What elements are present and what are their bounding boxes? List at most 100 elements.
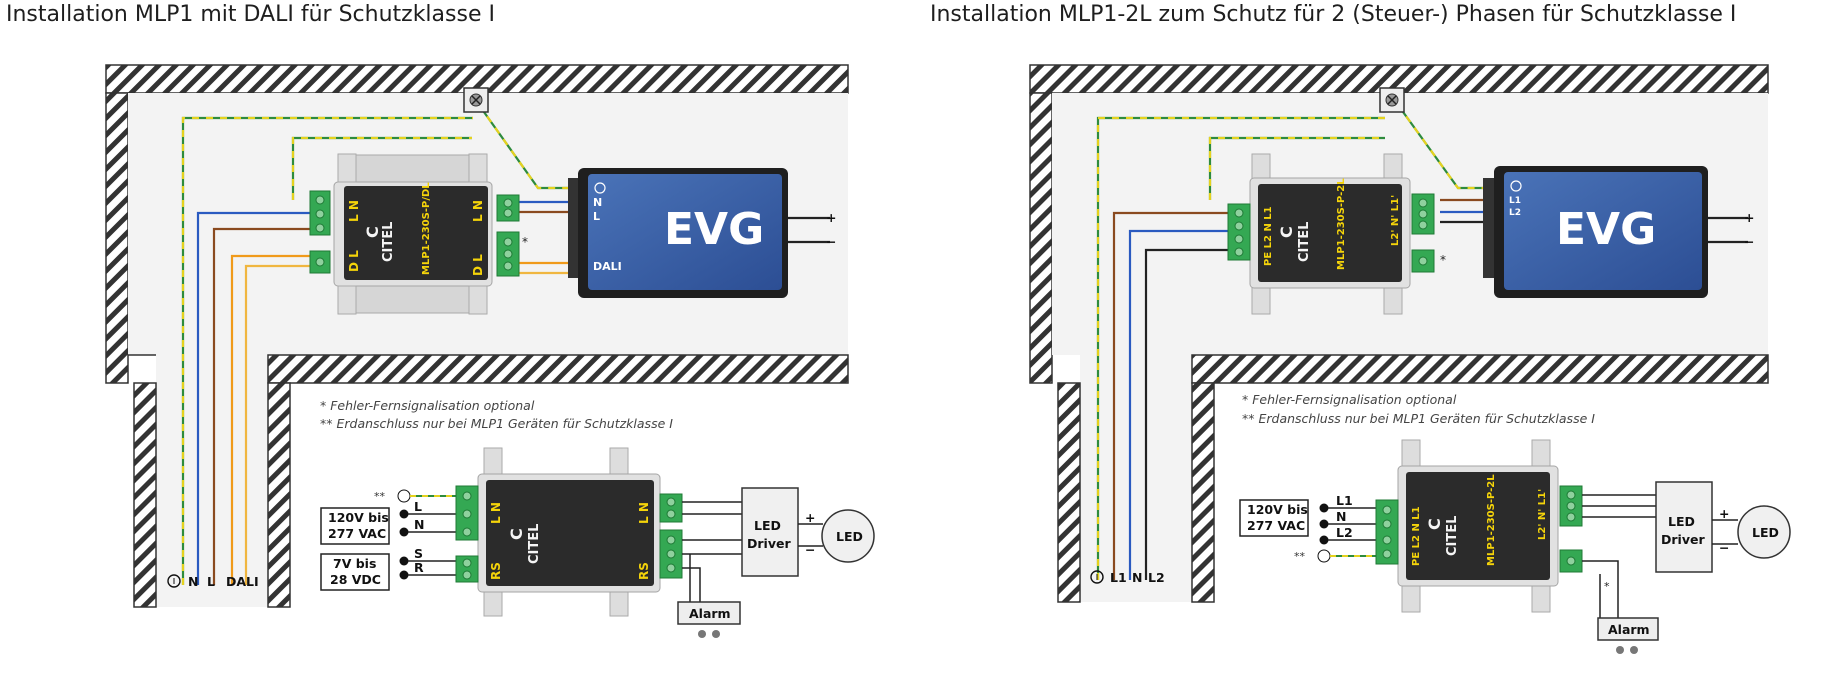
detail-left-pins-bottom: RS — [489, 562, 503, 580]
detail-right-pin-l1: L1 — [1336, 493, 1353, 508]
detail-right-pin-n: N — [1336, 509, 1346, 524]
detail-right-alarm: Alarm — [1608, 622, 1650, 637]
mlp-2l-brand: CITEL — [1297, 222, 1312, 262]
detail-right-driver-line-1: LED — [1668, 514, 1695, 529]
mlp-right-bottom-pins: D L — [471, 254, 485, 276]
evg-l2: L2 — [1509, 208, 1521, 218]
mlp-2l-right-pins: L2' N' L1' — [1390, 195, 1401, 246]
mlp-module: L N D L CITEL C MLP1-230S-P/DL L N D L * — [309, 153, 528, 315]
detail-input-2-line-1: 7V bis — [333, 556, 376, 571]
mlp-2l-left-pins: PE L2 N L1 — [1263, 206, 1274, 266]
detail-input-2-line-2: 28 VDC — [330, 572, 381, 587]
citel-logo-right: C — [1277, 226, 1296, 238]
detail-driver-line-1: LED — [754, 518, 781, 533]
title-left: Installation MLP1 mit DALI für Schutzkla… — [6, 2, 495, 27]
l-wire — [212, 227, 313, 585]
right-detail: 120V bis 277 VAC L1 N L2 ** — [1239, 439, 1791, 654]
note-2: ** Erdanschluss nur bei MLP1 Geräten für… — [320, 416, 673, 431]
right-wires — [1096, 104, 1748, 580]
detail-pin-r: R — [414, 560, 424, 575]
detail-input-1-line-2: 277 VAC — [328, 526, 386, 541]
note-right-1: * Fehler-Fernsignalisation optional — [1242, 392, 1457, 407]
optional-star: * — [522, 235, 528, 249]
note-1: * Fehler-Fernsignalisation optional — [320, 398, 535, 413]
floor-label-l2: L2 — [1148, 570, 1165, 585]
detail-pin-n: N — [414, 517, 424, 532]
detail-input-1-line-1: 120V bis — [328, 510, 389, 525]
ground-symbol-icon — [167, 574, 181, 588]
detail-right-left-pins: PE L2 N L1 — [1411, 506, 1422, 566]
ground-symbol-icon-right — [1090, 570, 1104, 584]
detail-right-ground-star: ** — [1294, 550, 1306, 563]
detail-pin-s: S — [414, 546, 423, 561]
citel-logo: C — [363, 226, 382, 238]
left-detail: ** 120V bis 277 VAC 7V bis 28 VDC L N S … — [320, 447, 875, 638]
right-diagram: PE L2 N L1 C CITEL MLP1-230S-P-2L L2' N'… — [1029, 64, 1791, 654]
evg-plus: + — [826, 210, 836, 225]
detail-right-input-line-2: 277 VAC — [1247, 518, 1305, 533]
floor-label-l1: L1 — [1110, 570, 1127, 585]
floor-label-n-right: N — [1132, 570, 1142, 585]
detail-pin-l: L — [414, 499, 422, 514]
detail-driver-line-2: Driver — [747, 536, 791, 551]
evg-ballast-right: EVG L1 L2 + − — [1483, 166, 1754, 298]
mlp-2l-module: PE L2 N L1 C CITEL MLP1-230S-P-2L L2' N'… — [1227, 153, 1446, 315]
junction-box-right — [1379, 87, 1405, 113]
junction-box — [463, 87, 489, 113]
floor-labels: N L DALI — [167, 574, 259, 589]
detail-right-input-line-1: 120V bis — [1247, 502, 1308, 517]
detail-led: LED — [836, 529, 863, 544]
detail-right-pins-top: L N — [637, 502, 651, 524]
detail-citel-logo: C — [507, 528, 526, 540]
evg-label: EVG — [664, 204, 764, 255]
evg-label-right: EVG — [1556, 204, 1656, 255]
detail-right-citel-logo: C — [1425, 518, 1444, 530]
evg-n: N — [593, 196, 602, 209]
evg-l: L — [593, 210, 600, 223]
floor-label-l: L — [207, 574, 215, 589]
detail-right-star: * — [1604, 580, 1610, 593]
floor-label-dali: DALI — [226, 574, 259, 589]
detail-right-pins-bottom: RS — [637, 562, 651, 580]
evg-ground-icon-right — [1510, 180, 1522, 192]
detail-right-ground-icon — [1317, 549, 1331, 563]
evg-minus-right: − — [1744, 234, 1754, 249]
detail-brand: CITEL — [527, 524, 542, 564]
detail-right-brand: CITEL — [1445, 516, 1460, 556]
detail-ground-star: ** — [374, 490, 386, 503]
floor-label-n: N — [188, 574, 198, 589]
mlp-right-top-pins: L N — [471, 200, 485, 222]
detail-right-right-pins: L2' N' L1' — [1537, 489, 1548, 540]
evg-l1: L1 — [1509, 196, 1521, 206]
mlp-2l-label: MLP1-230S-P-2L — [1336, 178, 1347, 270]
evg-ground-icon — [594, 182, 606, 194]
detail-left-pins-top: L N — [489, 502, 503, 524]
detail-right-driver-line-2: Driver — [1661, 532, 1705, 547]
evg-plus-right: + — [1744, 210, 1754, 225]
mlp-left-bottom-pins: D L — [347, 250, 361, 272]
evg-ballast: EVG N L DALI + − — [568, 168, 836, 298]
detail-right-plus: + — [1719, 506, 1729, 521]
mlp-left-top-pins: L N — [347, 200, 361, 222]
mlp-label: MLP1-230S-P/DL — [421, 182, 432, 275]
detail-right-label: MLP1-230S-P-2L — [1486, 474, 1497, 566]
mlp-brand: CITEL — [381, 222, 396, 262]
detail-right-minus: − — [1719, 540, 1729, 555]
ground-wire-stripe — [181, 116, 473, 585]
dali-wire-1 — [230, 254, 313, 585]
detail-right-pin-l2: L2 — [1336, 525, 1353, 540]
detail-plus: + — [805, 510, 815, 525]
evg-dali: DALI — [593, 260, 622, 273]
note-right-2: ** Erdanschluss nur bei MLP1 Geräten für… — [1242, 411, 1595, 426]
left-diagram: L N D L CITEL C MLP1-230S-P/DL L N D L * — [105, 64, 875, 638]
detail-minus: − — [805, 542, 815, 557]
detail-right-led: LED — [1752, 525, 1779, 540]
optional-star-right: * — [1440, 253, 1446, 267]
title-right: Installation MLP1-2L zum Schutz für 2 (S… — [930, 2, 1737, 27]
detail-ground-icon — [397, 489, 411, 503]
left-wires — [181, 104, 830, 585]
evg-minus: − — [826, 234, 836, 249]
dali-wire-2 — [244, 264, 313, 585]
detail-alarm: Alarm — [689, 606, 731, 621]
